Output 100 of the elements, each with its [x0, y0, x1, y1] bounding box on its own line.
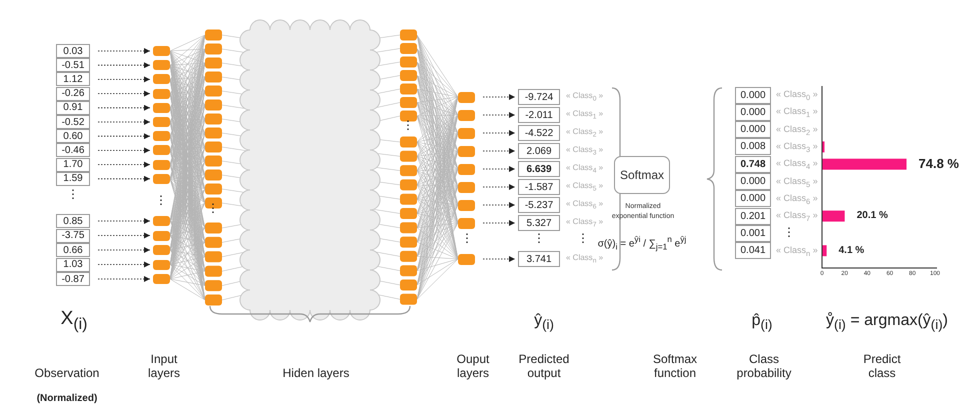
neuron [458, 182, 475, 192]
ellipsis: ⋮ [460, 231, 474, 245]
probability-box: 0.008 [735, 138, 771, 156]
class-label: « Class$_{1}$ » [566, 109, 604, 121]
arrow [482, 166, 516, 172]
caption: Class probability [736, 352, 792, 380]
neuron [153, 46, 170, 56]
caption: Input layers [146, 352, 181, 380]
class-label: « Class$_{4}$ » [776, 158, 818, 171]
ellipsis: ⋮ [401, 118, 415, 132]
probability-box: 0.000 [735, 190, 771, 208]
probability-box: 0.201 [735, 208, 771, 225]
neuron [153, 160, 170, 170]
ellipsis: ⋮ [154, 193, 168, 207]
neuron [153, 245, 170, 255]
arrow [482, 220, 516, 226]
formula: ẙ$_{(i)}$ = argmax(ŷ$_{(i)}$) [825, 314, 949, 332]
class-label: « Class$_{6}$ » [566, 199, 604, 211]
caption: Predict class [862, 352, 902, 380]
neuron [458, 128, 475, 138]
arrow [98, 232, 150, 238]
neuron [458, 254, 475, 264]
value-label: 4.1 % [838, 244, 864, 256]
value-box: 0.91 [56, 100, 90, 115]
caption: Observation [34, 366, 100, 380]
neuron [153, 102, 170, 113]
ellipsis: ⋮ [532, 231, 546, 245]
arrow [98, 247, 150, 253]
probability-box: 0.000 [735, 104, 771, 121]
arrow [98, 76, 150, 82]
value-box: -0.46 [56, 143, 90, 158]
class-label: « Class$_{n}$ » [566, 253, 604, 265]
value-label: 20.1 % [856, 210, 888, 222]
value-box: -0.26 [56, 86, 90, 101]
arrow [98, 147, 150, 154]
neuron [458, 200, 475, 210]
ellipsis: ⋮ [66, 187, 80, 201]
neuron [153, 88, 170, 99]
neuron [153, 174, 170, 184]
neuron [153, 216, 170, 226]
value-box: -3.75 [56, 228, 90, 242]
value-box: 0.66 [56, 243, 90, 257]
arrow [98, 90, 150, 97]
class-label: « Class$_{2}$ » [776, 124, 818, 136]
arrow [482, 112, 516, 118]
math-symbol: p̂$_{(i)}$ [750, 314, 774, 332]
value-box: 0.03 [56, 44, 90, 58]
arrow [482, 94, 516, 100]
arrow [98, 104, 150, 111]
arrow [98, 48, 150, 54]
arrow [98, 176, 150, 182]
caption: Hiden layers [282, 366, 350, 380]
neuron [153, 260, 170, 270]
arrow [482, 130, 516, 136]
neuron [153, 274, 170, 284]
value-label: 74.8 % [918, 156, 959, 172]
caption: Ouput layers [456, 352, 490, 380]
class-label: « Class$_{2}$ » [566, 127, 604, 139]
class-label: « Class$_{7}$ » [566, 217, 604, 229]
value-box: 6.639 [518, 161, 560, 177]
value-box: -0.87 [56, 272, 90, 286]
value-box: 1.12 [56, 72, 90, 86]
probability-box: 0.000 [735, 86, 771, 104]
arrow [98, 133, 150, 140]
class-label: « Class$_{5}$ » [566, 181, 604, 193]
neuron [153, 74, 170, 84]
arrow [98, 62, 150, 68]
class-label: « Class$_{4}$ » [566, 163, 604, 175]
arrow [98, 262, 150, 268]
class-label: « Class$_{5}$ » [776, 176, 818, 188]
value-box: 2.069 [518, 143, 560, 159]
arrow [98, 119, 150, 125]
neuron [153, 60, 170, 70]
neuron [458, 146, 475, 156]
probability-box: 0.041 [735, 242, 771, 260]
caption: (Normalized) [36, 392, 98, 406]
value-box: -5.237 [518, 197, 560, 213]
value-box: 3.741 [518, 251, 560, 267]
value-box: 1.59 [56, 172, 90, 186]
value-box: 1.70 [56, 158, 90, 172]
caption: Predicted output [518, 352, 570, 380]
neuron [153, 117, 170, 127]
value-box: -0.51 [56, 58, 90, 72]
value-box: -9.724 [518, 89, 560, 105]
class-label: « Class$_{1}$ » [776, 106, 818, 120]
neuron [458, 110, 475, 120]
value-box: 0.60 [56, 129, 90, 144]
class-label: « Class$_{6}$ » [776, 192, 818, 206]
value-box: 5.327 [518, 215, 560, 231]
math-symbol: X$_{(i)}$ [60, 312, 88, 332]
neuron [458, 164, 475, 174]
value-box: -2.011 [518, 107, 560, 123]
softmax-box: Softmax [614, 156, 670, 194]
arrow [482, 184, 516, 190]
value-box: 0.85 [56, 214, 90, 228]
class-label: « Class$_{0}$ » [566, 91, 604, 103]
neuron [153, 230, 170, 240]
ellipsis: ⋮ [206, 201, 220, 215]
arrow [98, 218, 150, 224]
neuron [458, 92, 475, 102]
